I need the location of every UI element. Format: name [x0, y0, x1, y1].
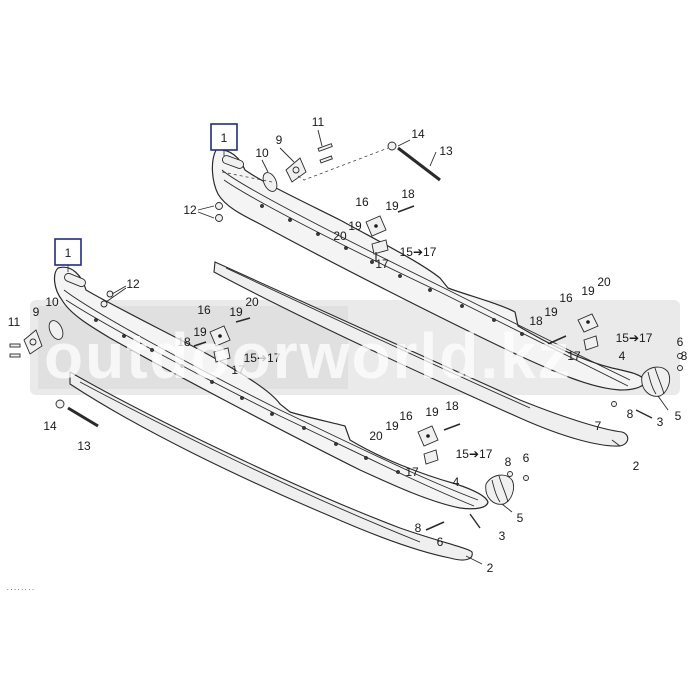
label-6b: 6 [523, 451, 530, 465]
label-14: 14 [411, 127, 425, 141]
label-3b: 3 [499, 529, 506, 543]
label-19: 19 [385, 199, 399, 213]
part-labels: 11 9 10 14 13 12 16 18 19 19 20 15➔17 17… [8, 115, 688, 575]
label-5: 5 [675, 409, 682, 423]
label-15-17: 15➔17 [400, 245, 437, 259]
label-7: 7 [595, 419, 602, 433]
lower-runner [69, 371, 473, 561]
label-19f: 19 [193, 325, 207, 339]
label-3: 3 [657, 415, 664, 429]
lower-rail [53, 266, 489, 510]
label-16c: 16 [197, 303, 211, 317]
label-18c: 18 [177, 335, 191, 349]
label-13: 13 [439, 144, 453, 158]
label-10b: 10 [45, 295, 59, 309]
label-2b: 2 [487, 561, 494, 575]
label-19h: 19 [385, 419, 399, 433]
callout-top-rail: 1 [210, 123, 238, 156]
label-18b: 18 [529, 314, 543, 328]
label-17: 17 [375, 257, 389, 271]
label-8b: 8 [627, 407, 634, 421]
label-5b: 5 [517, 511, 524, 525]
label-13b: 13 [77, 439, 91, 453]
callout-bottom-rail: 1 [54, 238, 82, 272]
label-19d: 19 [544, 305, 558, 319]
label-9b: 9 [33, 305, 40, 319]
label-20d: 20 [369, 429, 383, 443]
label-20b: 20 [597, 275, 611, 289]
label-19b: 19 [348, 219, 362, 233]
label-6: 6 [677, 335, 684, 349]
label-19g: 19 [425, 405, 439, 419]
upper-runner [213, 261, 629, 447]
label-16d: 16 [399, 409, 413, 423]
label-15-17d: 15➔17 [456, 447, 493, 461]
label-8d: 8 [415, 521, 422, 535]
label-17c: 17 [231, 363, 245, 377]
label-15-17c: 15➔17 [244, 351, 281, 365]
label-4b: 4 [453, 475, 460, 489]
label-14b: 14 [43, 419, 57, 433]
label-19c: 19 [581, 284, 595, 298]
label-19e: 19 [229, 305, 243, 319]
lower-rail-assembly [9, 266, 529, 561]
label-16: 16 [355, 195, 369, 209]
upper-rail-assembly [211, 141, 683, 447]
callout-top-rail-number: 1 [221, 131, 228, 145]
label-17b: 17 [567, 349, 581, 363]
label-15-17b: 15➔17 [616, 331, 653, 345]
label-16b: 16 [559, 291, 573, 305]
label-18d: 18 [445, 399, 459, 413]
callout-bottom-rail-number: 1 [65, 246, 72, 260]
label-20: 20 [333, 229, 347, 243]
leader-lines [105, 129, 669, 565]
label-17d: 17 [405, 465, 419, 479]
label-8: 8 [681, 349, 688, 363]
watermark-text: outdoorworld.kz [44, 320, 572, 392]
label-11: 11 [312, 115, 325, 129]
label-11b: 11 [8, 315, 21, 329]
upper-rail [211, 149, 646, 391]
label-4: 4 [619, 349, 626, 363]
label-10: 10 [255, 146, 269, 160]
label-8c: 8 [505, 455, 512, 469]
footer-mark: ........ [6, 585, 35, 592]
label-6c: 6 [437, 535, 444, 549]
label-9: 9 [276, 133, 283, 147]
label-12b: 12 [126, 277, 140, 291]
label-2: 2 [633, 459, 640, 473]
label-18: 18 [401, 187, 415, 201]
label-20c: 20 [245, 295, 259, 309]
label-12: 12 [183, 203, 197, 217]
